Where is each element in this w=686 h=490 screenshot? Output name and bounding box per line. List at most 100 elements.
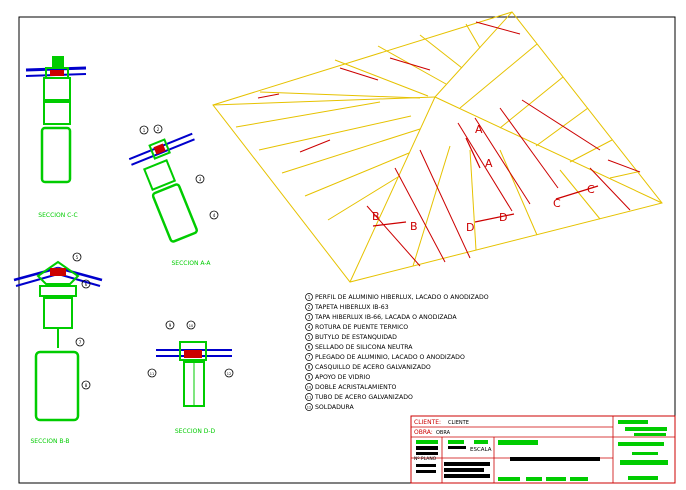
section-b-b-detail: 5 6 7 8 SECCION B-B [13,252,103,445]
legend-item: 3 TAPA HIBERLUX IB-66, LACADA O ANODIZAD… [305,313,457,321]
profile-cap [52,56,64,68]
section-c-c-label: SECCION C-C [38,212,77,219]
hip-line [349,96,436,283]
svg-text:BUTYLO DE ESTANQUIDAD: BUTYLO DE ESTANQUIDAD [315,334,397,341]
callout-5 [72,252,82,262]
cut-line-a [465,137,481,169]
callout-12 [224,368,234,378]
legend-item: 11 TUBO DE ACERO GALVANIZADO [305,393,413,401]
cliente-value: CLIENTE [448,420,469,426]
escala-label: ESCALA [470,447,492,453]
cut-label-a: A [485,157,493,170]
cut-label-a: A [475,123,483,136]
svg-text:10: 10 [189,324,193,328]
callout-10 [186,320,196,330]
legend-item: 8 CASQUILLO DE ACERO GALVANIZADO [305,363,431,371]
cut-line-b [372,221,407,227]
svg-text:1: 1 [308,295,311,300]
svg-text:10: 10 [307,386,311,390]
svg-text:ROTURA DE PUENTE TERMICO: ROTURA DE PUENTE TERMICO [315,324,408,331]
callout-2 [153,124,163,134]
legend-item: 5 BUTYLO DE ESTANQUIDAD [305,333,397,341]
callout-7 [75,337,85,347]
legend-item: 6 SELLADO DE SILICONA NEUTRA [305,343,413,351]
svg-text:2: 2 [308,305,311,310]
svg-text:TUBO DE ACERO GALVANIZADO: TUBO DE ACERO GALVANIZADO [314,394,413,401]
svg-text:CASQUILLO DE ACERO GALVANIZADO: CASQUILLO DE ACERO GALVANIZADO [315,364,431,371]
hip-line [212,96,436,106]
cut-line-d [474,213,515,223]
svg-text:TAPA HIBERLUX IB-66, LACADA O: TAPA HIBERLUX IB-66, LACADA O ANODIZADA [314,314,457,321]
svg-text:1: 1 [143,128,146,133]
roof-plan [212,11,663,283]
cut-label-d: D [499,211,507,224]
svg-text:2: 2 [157,127,160,132]
cliente-label: CLIENTE: [414,419,441,426]
callout-11 [147,368,157,378]
legend-item: 9 APOYO DE VIDRIO [305,373,370,381]
svg-text:PLEGADO DE ALUMINIO, LACADO O: PLEGADO DE ALUMINIO, LACADO O ANODIZADO [315,354,465,361]
steel-tube [40,126,72,184]
hip-line [434,96,663,204]
svg-text:5: 5 [76,255,79,260]
callout-3 [195,174,205,184]
section-d-d-detail: 9 10 11 12 SECCION D-D [147,320,234,435]
svg-text:SOLDADURA: SOLDADURA [315,404,354,411]
section-d-d-label: SECCION D-D [175,428,216,435]
svg-text:3: 3 [199,177,202,182]
section-a-a-detail: 1 2 3 4 SECCION A-A [128,124,219,267]
cut-label-b: B [410,220,418,233]
svg-text:11: 11 [150,372,154,376]
svg-text:PERFIL DE ALUMINIO HIBERLUX, L: PERFIL DE ALUMINIO HIBERLUX, LACADO O AN… [315,294,489,301]
svg-text:TAPETA HIBERLUX IB-63: TAPETA HIBERLUX IB-63 [314,304,389,311]
legend: 1 PERFIL DE ALUMINIO HIBERLUX, LACADO O … [305,293,489,411]
svg-text:9: 9 [308,375,311,380]
svg-text:6: 6 [308,345,311,350]
roof-glazing-bars [257,21,641,267]
casquillo [43,101,71,125]
cut-label-d: D [466,221,474,234]
hip-line [434,11,513,98]
svg-text:12: 12 [307,406,311,410]
obra-label: OBRA: [414,429,433,436]
sheet-border [18,16,676,484]
svg-text:8: 8 [308,365,311,370]
seal-block [50,70,64,76]
obra-value: OBRA [436,430,451,436]
svg-text:4: 4 [308,325,311,330]
cut-label-c: C [587,183,595,196]
cut-label-b: B [372,210,380,223]
svg-text:DOBLE ACRISTALAMIENTO: DOBLE ACRISTALAMIENTO [315,384,397,391]
svg-text:7: 7 [79,340,82,345]
svg-text:7: 7 [308,355,311,360]
svg-text:5: 5 [308,335,311,340]
legend-item: 2 TAPETA HIBERLUX IB-63 [305,303,389,311]
legend-item: 12 SOLDADURA [305,403,354,411]
title-block: CLIENTE: CLIENTE OBRA: OBRA ESCALA Nº PL… [410,415,676,484]
svg-text:SELLADO DE SILICONA NEUTRA: SELLADO DE SILICONA NEUTRA [315,344,413,351]
legend-item: 7 PLEGADO DE ALUMINIO, LACADO O ANODIZAD… [305,353,465,361]
section-b-b-label: SECCION B-B [30,438,69,445]
plano-label: Nº PLANO [414,456,437,462]
callout-8 [81,380,91,390]
cut-label-c: C [553,197,561,210]
callout-9 [165,320,175,330]
cut-line-c [555,185,599,200]
section-a-a-label: SECCION A-A [172,260,212,267]
svg-text:11: 11 [307,396,311,400]
connector [43,77,71,101]
legend-item: 1 PERFIL DE ALUMINIO HIBERLUX, LACADO O … [305,293,489,301]
steel-tube [34,350,80,422]
svg-text:9: 9 [169,323,172,328]
callout-1 [139,125,149,135]
svg-text:4: 4 [213,213,216,218]
section-c-c-detail: SECCION C-C [25,56,87,219]
legend-item: 4 ROTURA DE PUENTE TERMICO [305,323,408,331]
svg-text:6: 6 [85,282,88,287]
cut-markers: A A B B D D C C [372,123,599,234]
callout-6 [81,279,91,289]
legend-item: 10 DOBLE ACRISTALAMIENTO [305,383,397,391]
svg-text:8: 8 [85,383,88,388]
